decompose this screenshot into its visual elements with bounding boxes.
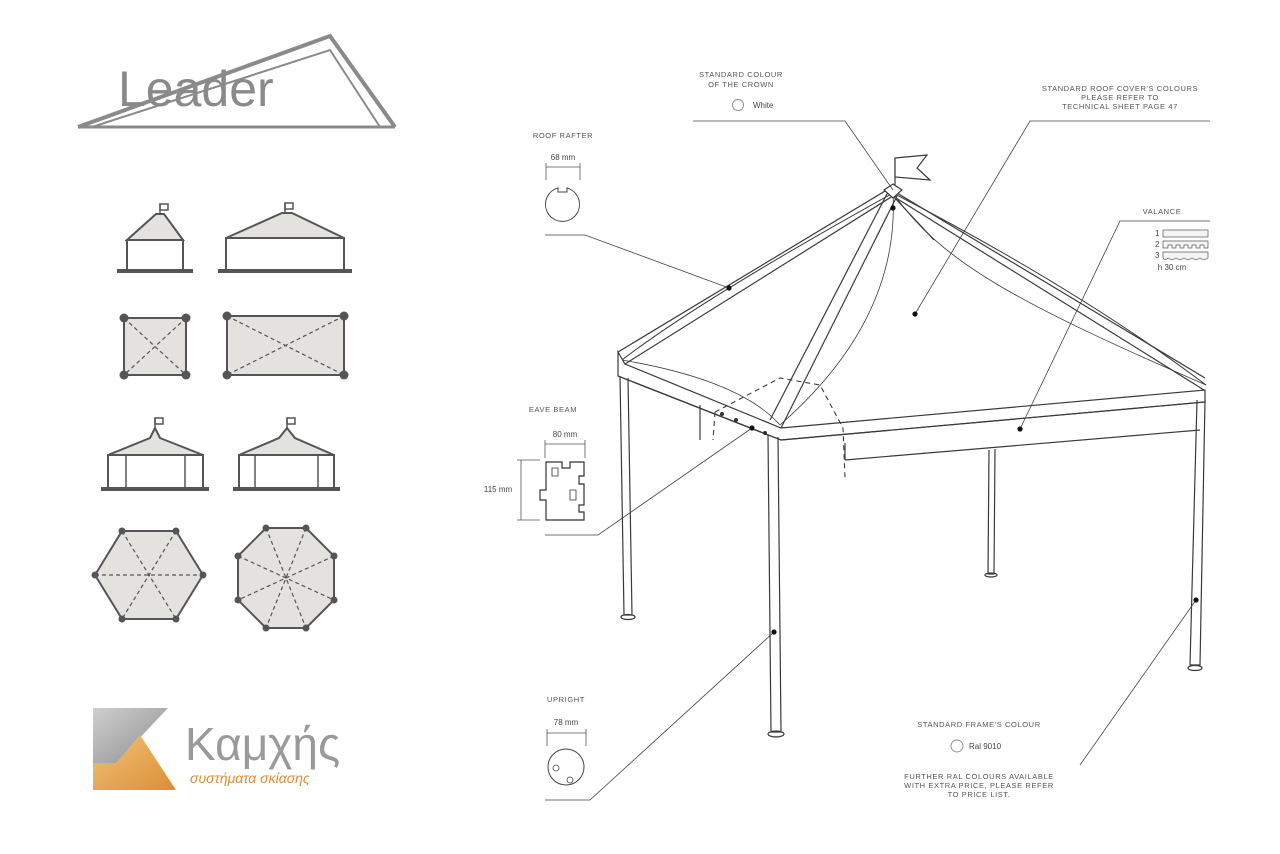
callout-valance: VALANCE 1 2 3 h 30 cm <box>1143 207 1209 272</box>
crown-and-flag <box>883 154 932 199</box>
octagonal-tent-side-icon <box>233 417 340 491</box>
kamchis-logo: Καμχής συστήματα σκίασης <box>93 708 340 790</box>
square-tent-plan-icon <box>119 313 191 380</box>
valance-height: h 30 cm <box>1158 263 1187 272</box>
roof-cover-line1: STANDARD ROOF COVER'S COLOURS <box>1042 84 1198 93</box>
eave-beam-profile-icon <box>539 461 585 521</box>
frame-colour-swatch-label: Ral 9010 <box>969 742 1002 751</box>
valance-option-1-label: 1 <box>1155 229 1160 238</box>
upright-width: 78 mm <box>554 718 579 727</box>
upright-dimension <box>546 729 587 746</box>
eave-beam-title: EAVE BEAM <box>529 405 577 414</box>
kamchis-logo-silver-icon <box>93 708 168 763</box>
crown-swatch-label: White <box>753 101 774 110</box>
valance-option-3-icon <box>1162 251 1209 260</box>
leader-logo: Leader <box>77 33 397 129</box>
crown-swatch <box>732 99 744 111</box>
valance-title: VALANCE <box>1143 207 1182 216</box>
roof-rafter-dimension <box>545 163 581 180</box>
tent-drawing <box>617 154 1207 738</box>
valance-option-2-label: 2 <box>1155 240 1160 249</box>
frame-colour-note-line1: FURTHER RAL COLOURS AVAILABLE <box>904 772 1054 781</box>
eave-beams <box>617 349 1206 461</box>
roof-rafters <box>617 187 1206 429</box>
company-tagline: συστήματα σκίασης <box>190 770 310 786</box>
eave-beam-height: 115 mm <box>484 485 513 494</box>
kamchis-logo-gold-icon <box>93 735 176 790</box>
roof-cover-line3: TECHNICAL SHEET PAGE 47 <box>1062 102 1178 111</box>
callout-lines <box>545 120 1210 801</box>
frame-colour-note-line2: WITH EXTRA PRICE, PLEASE REFER <box>904 781 1054 790</box>
eave-beam-dimension <box>517 440 586 521</box>
valance-option-1-icon <box>1162 229 1209 238</box>
callout-roof-cover: STANDARD ROOF COVER'S COLOURS PLEASE REF… <box>1042 84 1198 111</box>
valance-option-3-label: 3 <box>1155 251 1160 260</box>
frame-colour-title: STANDARD FRAME'S COLOUR <box>917 720 1040 729</box>
frame-colour-swatch <box>950 739 964 753</box>
roof-rafter-width: 68 mm <box>551 153 576 162</box>
hexagonal-tent-plan-icon <box>91 527 207 623</box>
frame-colour-note-line3: TO PRICE LIST. <box>948 790 1011 799</box>
callout-roof-rafter: ROOF RAFTER 68 mm <box>533 131 593 222</box>
upright-title: UPRIGHT <box>547 695 585 704</box>
callout-upright: UPRIGHT 78 mm <box>546 695 587 786</box>
section-cut-outline <box>712 377 846 479</box>
valance-option-2-icon <box>1162 240 1209 249</box>
octagonal-tent-plan-icon <box>234 524 338 632</box>
rectangular-tent-side-icon <box>218 202 352 273</box>
square-tent-side-icon <box>117 203 193 273</box>
rectangular-tent-plan-icon <box>222 311 349 380</box>
callout-dots <box>726 205 1199 635</box>
upright-profile-icon <box>547 748 585 786</box>
eave-beam-width: 80 mm <box>553 430 578 439</box>
roof-rafter-profile-icon <box>545 187 580 222</box>
leader-wordmark: Leader <box>118 61 274 117</box>
roof-cover-line2: PLEASE REFER TO <box>1081 93 1159 102</box>
roof-rafter-title: ROOF RAFTER <box>533 131 593 140</box>
callout-crown-colour: STANDARD COLOUR OF THE CROWN White <box>699 70 783 111</box>
crown-title-line2: OF THE CROWN <box>708 80 774 89</box>
uprights <box>619 375 1206 738</box>
leader-logo-roof-inner-icon <box>91 48 381 128</box>
crown-title-line1: STANDARD COLOUR <box>699 70 783 79</box>
callout-frame-colour: STANDARD FRAME'S COLOUR Ral 9010 FURTHER… <box>904 720 1054 799</box>
hexagonal-tent-side-icon <box>101 417 209 491</box>
leader-logo-roof-icon <box>77 33 397 129</box>
tent-variants <box>91 202 352 632</box>
company-name: Καμχής <box>185 718 340 770</box>
callout-eave-beam: EAVE BEAM 80 mm 115 mm <box>484 405 586 521</box>
